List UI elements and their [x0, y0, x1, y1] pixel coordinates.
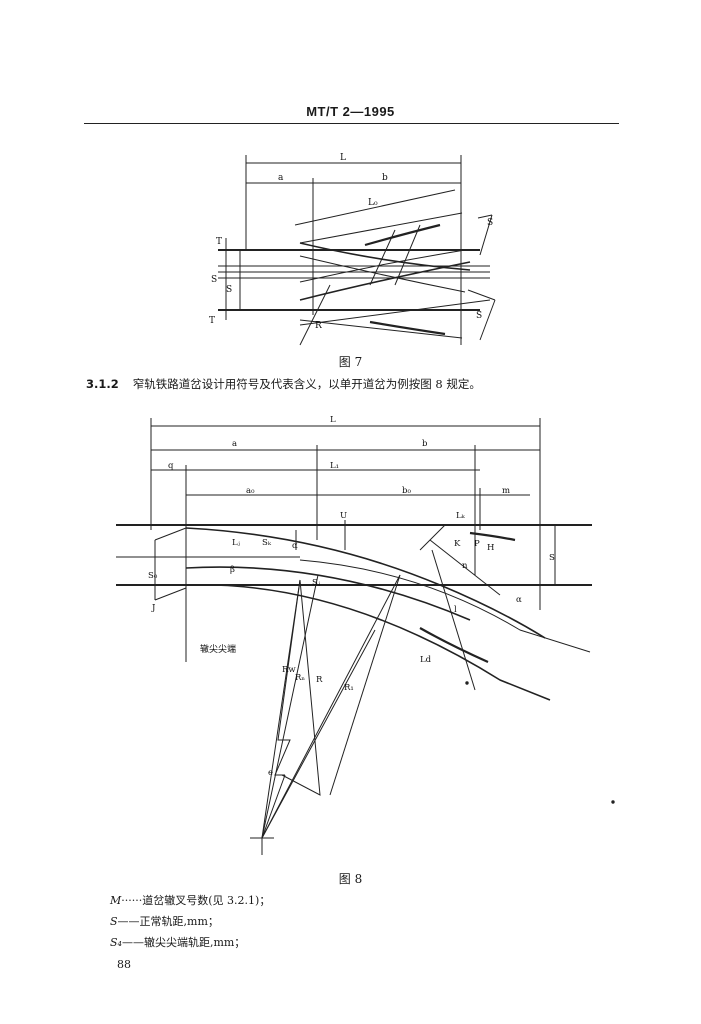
- fig8-label-b: b: [422, 439, 428, 449]
- fig8-label-Ld: Ld: [420, 655, 432, 665]
- figure-7-diagram: L a b L₀ S T S S T R S: [209, 153, 496, 346]
- page-number: 88: [117, 958, 131, 971]
- fig7-label-t-top: T: [216, 237, 222, 247]
- fig8-label-a0: a₀: [246, 486, 255, 496]
- fig7-label-s-right: S: [487, 218, 493, 228]
- fig7-label-t-bottom: T: [209, 316, 215, 326]
- header-rule: [84, 123, 619, 124]
- symbol-definitions: M······道岔辙叉号数(见 3.2.1)； S——正常轨距,mm； S₄——…: [110, 890, 270, 953]
- fig8-label-S: S: [549, 553, 555, 563]
- definition-text: ······道岔辙叉号数(见 3.2.1)；: [121, 894, 271, 907]
- fig8-label-S0: S₀: [148, 571, 158, 581]
- section-number: 3.1.2: [86, 377, 119, 391]
- fig8-label-m: m: [502, 486, 510, 496]
- fig8-label-Lj: Lⱼ: [232, 538, 240, 548]
- fig8-label-alpha: α: [292, 541, 298, 551]
- fig8-label-R1: R₁: [344, 683, 354, 693]
- fig8-label-Sj: Sⱼ: [312, 578, 320, 588]
- fig8-label-P: P: [474, 539, 480, 549]
- fig7-label-a: a: [278, 173, 284, 183]
- fig8-label-a: a: [232, 439, 237, 449]
- fig7-label-s2: S: [226, 285, 232, 295]
- figure-7-caption: 图 7: [338, 355, 363, 369]
- fig8-label-n: n: [462, 561, 468, 571]
- fig8-label-H: H: [487, 543, 494, 553]
- fig8-label-J: J: [151, 603, 156, 613]
- definition-text: ——辙尖尖端轨距,mm；: [121, 936, 246, 949]
- definition-symbol: S: [110, 915, 118, 928]
- fig7-label-L0: L₀: [368, 198, 378, 208]
- fig8-label-U: U: [340, 511, 347, 521]
- definition-symbol: M: [110, 894, 122, 907]
- section-paragraph: 3.1.2 窄轨铁路道岔设计用符号及代表含义，以单开道岔为例按图 8 规定。: [86, 376, 481, 392]
- definition-row: M······道岔辙叉号数(见 3.2.1)；: [110, 890, 270, 911]
- fig7-label-r: R: [315, 321, 322, 331]
- fig8-label-beta: β: [230, 565, 235, 575]
- fig8-label-L: L: [330, 415, 336, 425]
- fig8-label-e: e: [268, 768, 273, 778]
- definition-symbol: S₄: [110, 936, 122, 949]
- fig8-label-Rn: Rₙ: [295, 673, 305, 683]
- definition-text: ——正常轨距,mm；: [117, 915, 219, 928]
- fig8-label-L1: L₁: [330, 461, 339, 471]
- fig7-label-L: L: [340, 153, 346, 163]
- page-header: MT/T 2—1995: [306, 104, 395, 119]
- figure-8-caption: 图 8: [338, 872, 363, 886]
- definition-row: S——正常轨距,mm；: [110, 911, 270, 932]
- fig8-label-a-angle: α: [516, 595, 522, 605]
- figure-8-diagram: L a b q L₁ a₀ b₀ m Lⱼ U Lₖ K P H S S₀ J …: [116, 415, 615, 855]
- fig8-label-l: l: [454, 605, 457, 615]
- section-text: 窄轨铁路道岔设计用符号及代表含义，以单开道岔为例按图 8 规定。: [132, 377, 481, 391]
- fig8-label-switch-point: 辙尖尖端: [200, 643, 236, 655]
- fig7-label-s-lower: S: [476, 311, 482, 321]
- fig8-label-Lk: Lₖ: [456, 511, 466, 521]
- fig7-label-s1: S: [211, 275, 217, 285]
- fig8-label-b0: b₀: [402, 486, 411, 496]
- fig8-label-Sk: Sₖ: [262, 538, 272, 548]
- fig8-label-q: q: [168, 461, 174, 471]
- fig8-label-Rw: Rw: [282, 665, 296, 675]
- fig8-label-R: R: [316, 675, 323, 685]
- definition-row: S₄——辙尖尖端轨距,mm；: [110, 932, 270, 953]
- fig8-label-K: K: [454, 539, 461, 549]
- fig7-label-b: b: [382, 173, 388, 183]
